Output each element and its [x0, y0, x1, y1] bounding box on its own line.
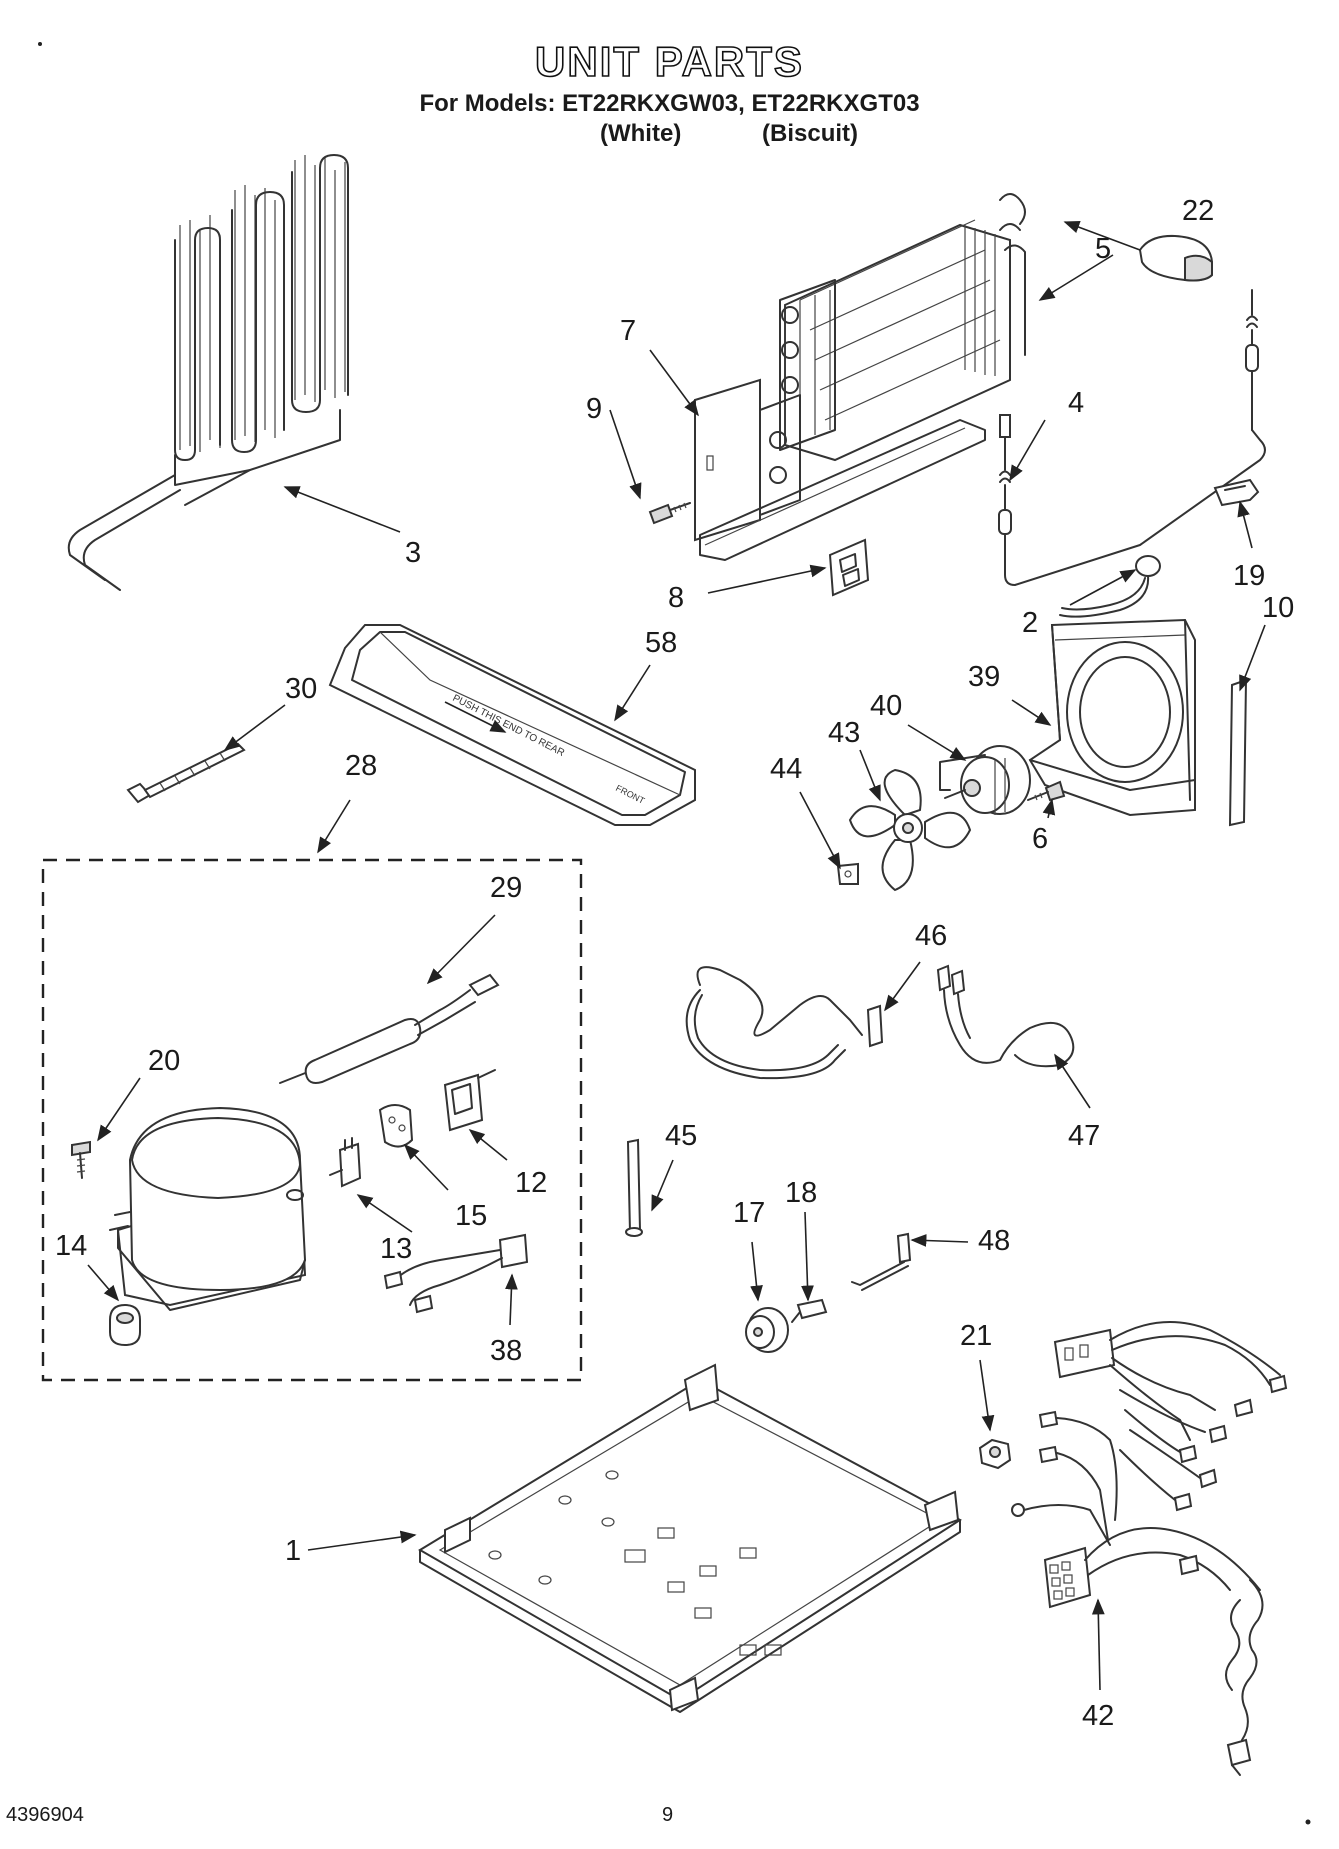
retainer-part-44[interactable] [836, 862, 859, 885]
callout-30[interactable]: 30 [285, 673, 317, 705]
callout-10[interactable]: 10 [1262, 592, 1294, 624]
nut-part-21[interactable] [978, 1438, 1012, 1470]
screw-part-9[interactable] [648, 502, 691, 525]
callout-28[interactable]: 28 [345, 750, 377, 782]
callout-40[interactable]: 40 [870, 690, 902, 722]
callout-6[interactable]: 6 [1032, 823, 1048, 855]
base-plate-part-1[interactable] [418, 1363, 962, 1713]
screw-part-6[interactable] [1027, 780, 1066, 802]
callout-47[interactable]: 47 [1068, 1120, 1100, 1152]
heater-lead-part-22-wire [1245, 289, 1259, 431]
overload-part-15[interactable] [378, 1104, 414, 1148]
callout-45[interactable]: 45 [665, 1120, 697, 1152]
callout-44[interactable]: 44 [770, 753, 802, 785]
callout-58[interactable]: 58 [645, 627, 677, 659]
callout-14[interactable]: 14 [55, 1230, 87, 1262]
fan-shroud-part-39[interactable] [1028, 618, 1196, 817]
wire-harness-part-42[interactable] [1011, 1321, 1288, 1776]
callout-numbers: 3 7 9 5 22 4 8 19 2 10 39 40 6 43 44 58 … [55, 195, 1294, 1732]
terminal-cover-part-12[interactable] [443, 1069, 496, 1132]
compressor-part-28[interactable] [109, 1106, 307, 1311]
callout-21[interactable]: 21 [960, 1320, 992, 1352]
drain-pan-part-58[interactable]: PUSH THIS END TO REAR FRONT [328, 624, 696, 826]
registration-mark [1305, 1819, 1311, 1825]
callout-15[interactable]: 15 [455, 1200, 487, 1232]
callout-39[interactable]: 39 [968, 661, 1000, 693]
tube-part-46[interactable] [685, 966, 884, 1080]
callout-22[interactable]: 22 [1182, 195, 1214, 227]
cable-tie-part-30[interactable] [126, 742, 246, 804]
gasket-strip-part-10[interactable] [1228, 678, 1248, 827]
callout-9[interactable]: 9 [586, 393, 602, 425]
evaporator-bracket-part-7[interactable] [694, 378, 986, 561]
registration-mark [38, 42, 42, 46]
callout-18[interactable]: 18 [785, 1177, 817, 1209]
filter-drier-part-29[interactable] [279, 973, 500, 1084]
callout-5[interactable]: 5 [1095, 233, 1111, 265]
callout-13[interactable]: 13 [380, 1233, 412, 1265]
harness-plug-part-38[interactable] [383, 1233, 529, 1314]
callout-29[interactable]: 29 [490, 872, 522, 904]
grommet-part-14[interactable] [109, 1303, 141, 1347]
variant-white: (White) [600, 120, 682, 147]
callout-2[interactable]: 2 [1022, 607, 1038, 639]
fan-motor-part-40[interactable] [939, 745, 1031, 815]
callout-7[interactable]: 7 [620, 315, 636, 347]
variant-biscuit: (Biscuit) [762, 120, 858, 147]
pin-part-45[interactable] [625, 1138, 643, 1237]
callout-3[interactable]: 3 [405, 537, 421, 569]
screw-part-20[interactable] [71, 1140, 91, 1179]
clip-part-19[interactable] [1213, 478, 1260, 507]
callout-20[interactable]: 20 [148, 1045, 180, 1077]
axle-part-18[interactable] [791, 1298, 828, 1323]
callout-17[interactable]: 17 [733, 1197, 765, 1229]
defrost-cover-part-22[interactable] [1138, 234, 1213, 282]
compressor-kit-boundary-part-28 [41, 858, 583, 1382]
page-title: UNIT PARTS [534, 37, 804, 86]
clip-part-8[interactable] [828, 538, 870, 597]
callout-8[interactable]: 8 [668, 582, 684, 614]
callout-19[interactable]: 19 [1233, 560, 1265, 592]
tube-part-47[interactable] [936, 964, 1075, 1068]
callout-43[interactable]: 43 [828, 717, 860, 749]
callout-leaders [87, 221, 1266, 1691]
roller-part-17[interactable] [745, 1307, 789, 1353]
callout-38[interactable]: 38 [490, 1335, 522, 1367]
callout-46[interactable]: 46 [915, 920, 947, 952]
grommet-part-2[interactable] [1059, 555, 1161, 618]
relay-part-13[interactable] [329, 1137, 362, 1188]
callout-4[interactable]: 4 [1068, 387, 1084, 419]
document-number: 4396904 [6, 1804, 84, 1826]
callout-1[interactable]: 1 [285, 1535, 301, 1567]
models-line: For Models: ET22RKXGW03, ET22RKXGT03 [419, 90, 920, 117]
callout-42[interactable]: 42 [1082, 1700, 1114, 1732]
page-number: 9 [662, 1804, 674, 1826]
condenser-coil-part-3[interactable] [67, 154, 349, 591]
fan-blade-part-43[interactable] [848, 768, 972, 892]
callout-48[interactable]: 48 [978, 1225, 1010, 1257]
defrost-thermostat-part-4[interactable] [998, 414, 1266, 586]
callout-12[interactable]: 12 [515, 1167, 547, 1199]
tube-part-48[interactable] [851, 1232, 912, 1291]
evaporator-part-5[interactable] [759, 193, 1026, 516]
